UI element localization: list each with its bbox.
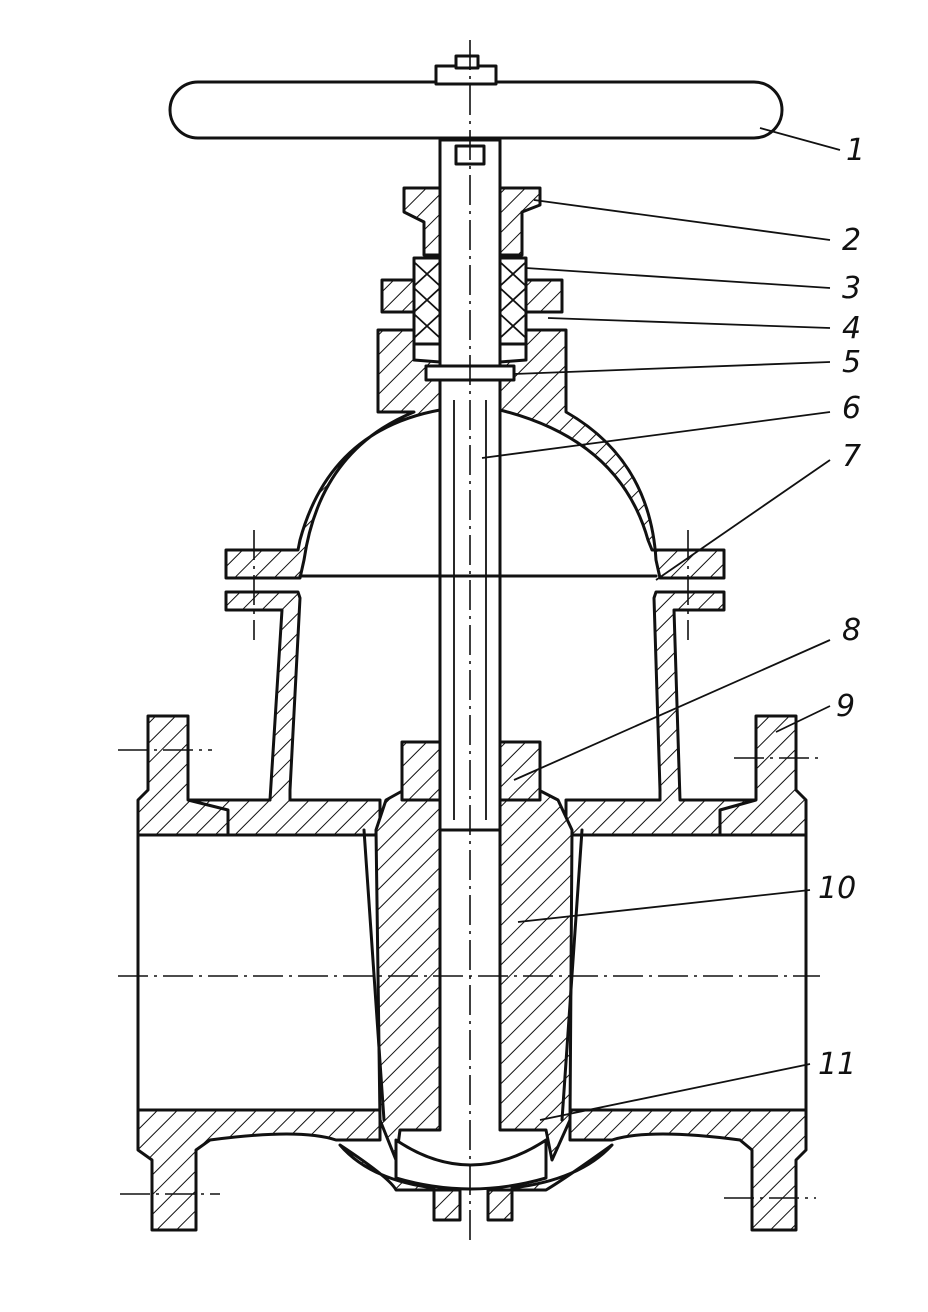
callout-labels: 1 2 3 4 5 6 7 8 9 10 11 (818, 133, 865, 1082)
leader-3 (525, 267, 831, 289)
callout-11: 11 (818, 1047, 856, 1082)
callout-6: 6 (842, 391, 861, 426)
leader-7 (655, 459, 831, 581)
callout-3: 3 (842, 271, 861, 306)
valve-stem (438, 138, 502, 832)
callout-10: 10 (818, 871, 856, 906)
leader-5 (513, 361, 831, 375)
gate-wedge (362, 740, 584, 1191)
callout-5: 5 (842, 345, 861, 380)
leader-10 (517, 889, 811, 923)
gland-follower (402, 186, 542, 257)
leader-lines (481, 127, 841, 1121)
callout-7: 7 (842, 439, 861, 474)
leader-2 (533, 199, 831, 241)
callout-8: 8 (842, 613, 861, 648)
leader-6 (481, 411, 831, 459)
gland-nut (380, 278, 564, 314)
callout-2: 2 (842, 223, 861, 258)
leader-4 (547, 317, 831, 329)
handwheel (168, 54, 784, 140)
leader-9 (775, 705, 831, 733)
callout-1: 1 (846, 133, 865, 168)
leader-1 (759, 127, 841, 151)
callout-9: 9 (836, 689, 855, 724)
center-lines (118, 40, 820, 1240)
leader-11 (539, 1063, 811, 1121)
callout-4: 4 (842, 311, 861, 346)
leader-8 (513, 639, 831, 781)
